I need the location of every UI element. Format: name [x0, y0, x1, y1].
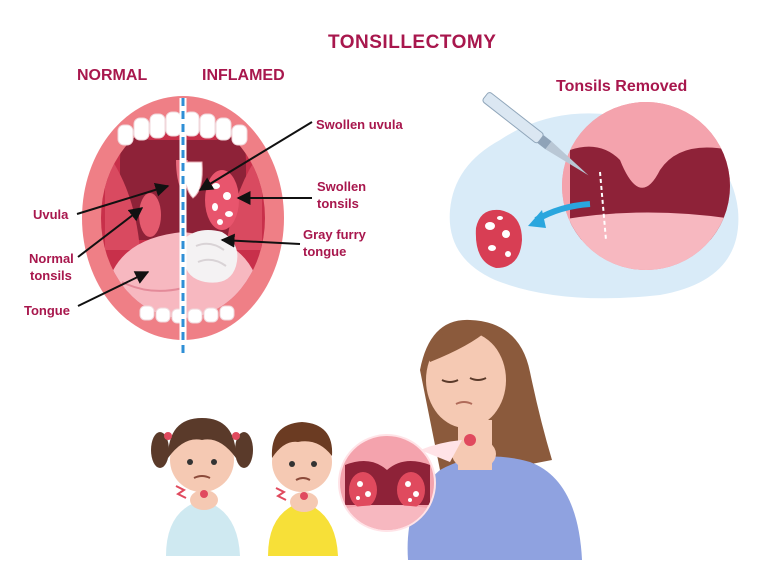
girl-hair: [168, 418, 236, 458]
heading-normal: NORMAL: [77, 67, 148, 84]
normal-tonsil: [139, 193, 161, 237]
tonsils-removed-panel: [449, 92, 739, 299]
boy-figure: [268, 422, 338, 556]
zoomed-throat-circle: [338, 434, 462, 532]
label-tongue: Tongue: [24, 303, 70, 318]
lower-teeth: [139, 305, 235, 324]
boy-shirt: [268, 502, 338, 556]
heading-inflamed: INFLAMED: [202, 67, 285, 84]
mouth-diagram: [82, 96, 284, 358]
woman-figure: [407, 319, 582, 560]
label-uvula: Uvula: [33, 207, 69, 222]
boy-hair: [271, 422, 333, 458]
heading-tonsils-removed: Tonsils Removed: [556, 78, 688, 95]
label-arrows: [76, 121, 313, 307]
girl-shirt: [166, 500, 240, 556]
girl-figure: [151, 418, 253, 556]
label-gray-furry-tongue-line2: tongue: [303, 244, 347, 259]
scalpel-icon: [482, 92, 589, 176]
woman-hand: [452, 438, 496, 470]
upper-teeth: [117, 111, 248, 146]
label-swollen-uvula: Swollen uvula: [316, 117, 403, 132]
woman-sweater: [407, 456, 582, 560]
gray-furry-coating: [185, 230, 238, 283]
woman-face: [426, 332, 506, 428]
label-swollen-tonsils-line1: Swollen: [317, 179, 367, 194]
removed-tonsil: [475, 209, 522, 268]
label-gray-furry-tongue-line1: Gray furry: [303, 227, 366, 242]
diagram-title: TONSILLECTOMY: [328, 32, 497, 53]
label-swollen-tonsils-line2: tonsils: [317, 196, 359, 211]
label-normal-tonsils-line1: Normal: [29, 251, 74, 266]
label-normal-tonsils-line2: tonsils: [30, 268, 72, 283]
